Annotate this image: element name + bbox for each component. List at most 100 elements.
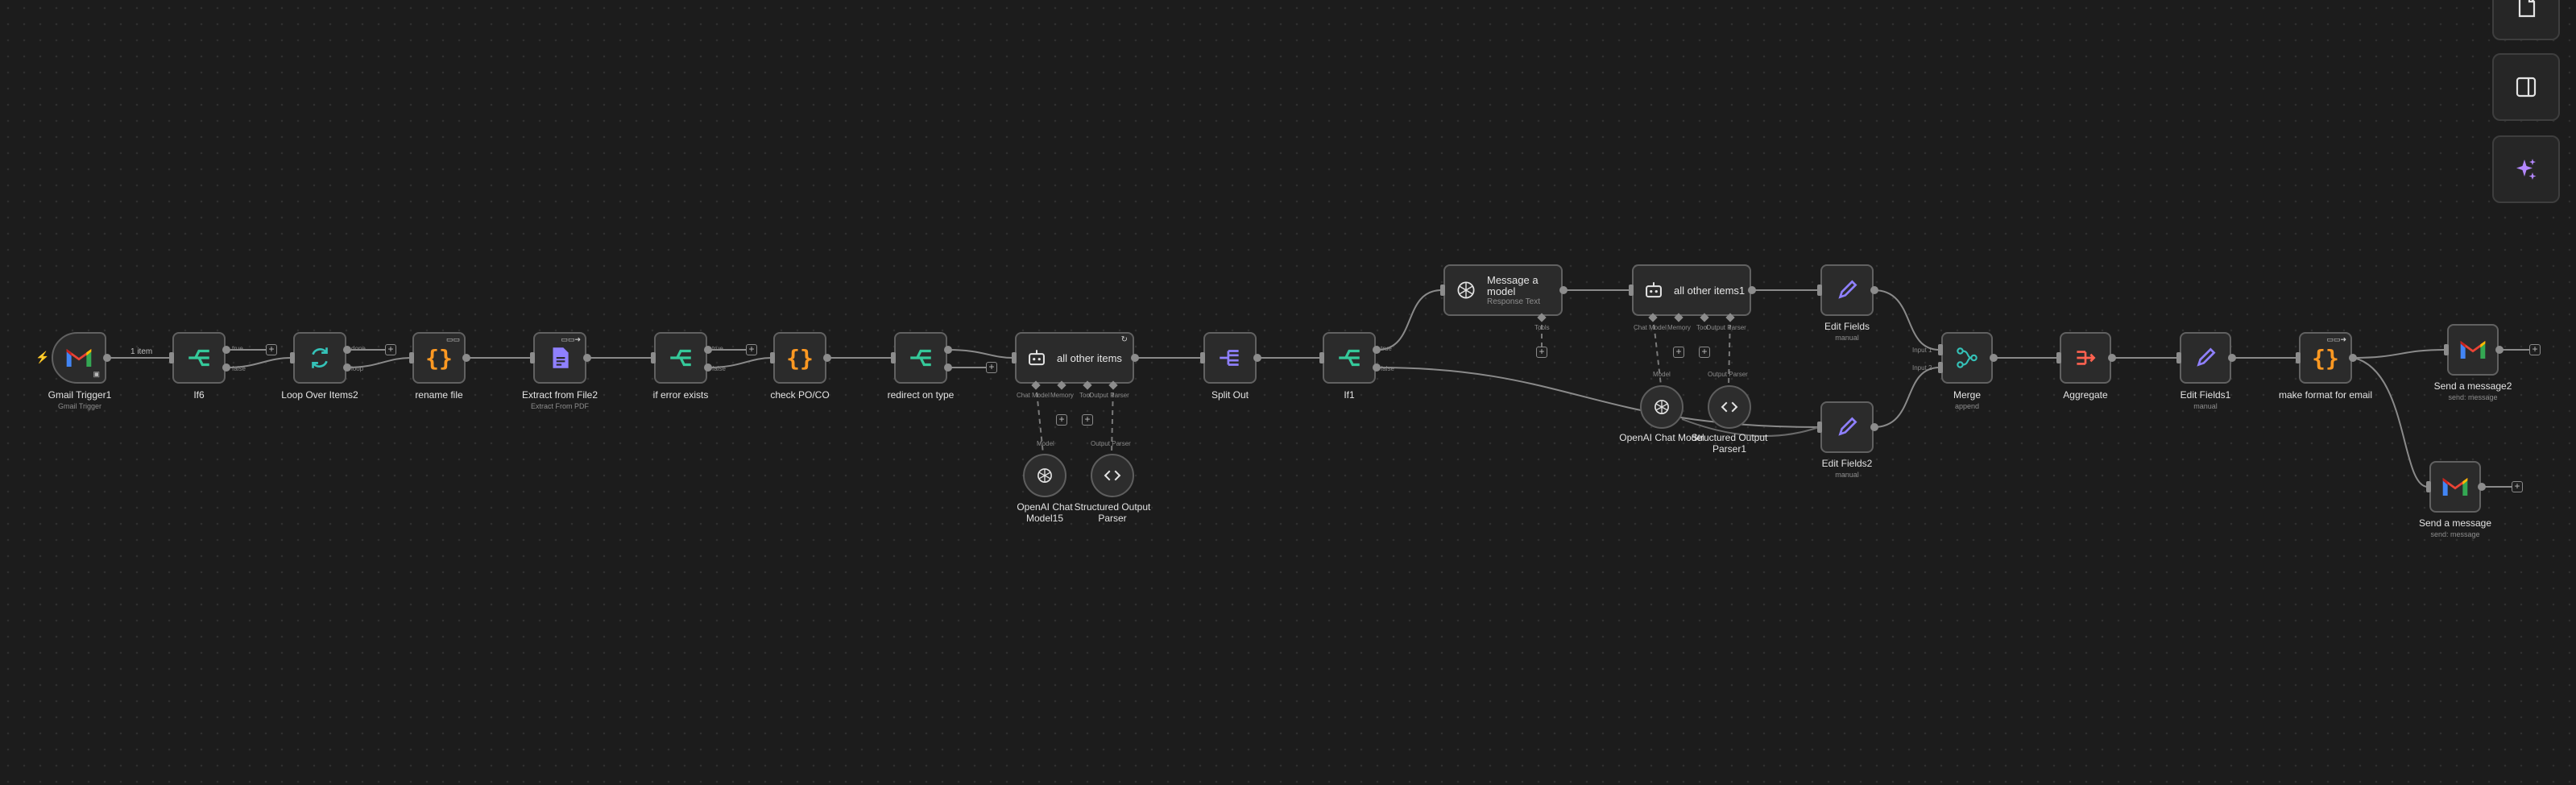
port-out[interactable]: [1990, 354, 1998, 362]
panel-icon: [2516, 77, 2537, 98]
node-loop[interactable]: [293, 332, 346, 384]
port-out[interactable]: [2495, 346, 2504, 354]
subtitle-message-model: Response Text: [1487, 297, 1540, 306]
node-structured-output-parser1[interactable]: [1708, 385, 1751, 429]
node-check-po-co[interactable]: {}: [773, 332, 826, 384]
port-out[interactable]: [2478, 483, 2486, 491]
add-node-button[interactable]: +: [746, 344, 757, 355]
port-out[interactable]: [1748, 286, 1756, 294]
node-agent-all-other-items1[interactable]: all other items1: [1632, 264, 1751, 316]
wire-iferror-false-check: [708, 357, 772, 368]
add-node-button[interactable]: +: [2529, 344, 2541, 355]
add-node-button[interactable]: +: [2512, 481, 2523, 492]
subtitle-edit-fields1: manual: [2193, 402, 2218, 410]
node-openai-chat-model[interactable]: [1640, 385, 1684, 429]
node-extract-from-file[interactable]: ▭▭➜: [533, 332, 586, 384]
sticky-note-button[interactable]: [2492, 0, 2560, 40]
add-node-button[interactable]: +: [385, 344, 396, 355]
port-out[interactable]: [1559, 286, 1568, 294]
port-in[interactable]: [1319, 352, 1324, 363]
node-if-error-exists[interactable]: [654, 332, 707, 384]
node-structured-output-parser[interactable]: [1091, 454, 1134, 497]
node-openai-chat-model15[interactable]: [1023, 454, 1066, 497]
node-redirect-on-type[interactable]: [894, 332, 947, 384]
port-in[interactable]: [530, 352, 535, 363]
merge-icon: [1957, 347, 1978, 368]
port-in[interactable]: [2056, 352, 2061, 363]
node-aggregate[interactable]: [2060, 332, 2111, 384]
ai-assistant-button[interactable]: [2492, 135, 2560, 203]
node-edit-fields1[interactable]: [2180, 332, 2231, 384]
port-in[interactable]: [1012, 352, 1017, 363]
port-in[interactable]: [770, 352, 775, 363]
port-in[interactable]: [1440, 285, 1445, 296]
title-edit-fields1: Edit Fields1: [2180, 389, 2231, 401]
port-in[interactable]: [1817, 285, 1822, 296]
node-send-a-message2[interactable]: [2447, 324, 2499, 376]
node-send-a-message[interactable]: [2429, 461, 2481, 513]
port-out[interactable]: [2228, 354, 2236, 362]
if-branch-icon: [670, 349, 691, 367]
port-in-2[interactable]: [1938, 362, 1943, 373]
node-rename-file[interactable]: {} ▭▭: [412, 332, 466, 384]
port-in[interactable]: [1629, 285, 1634, 296]
port-out-false[interactable]: [1373, 363, 1381, 372]
title-extract: Extract from File2: [521, 389, 598, 401]
node-agent-all-other-items[interactable]: all other items ↻: [1015, 332, 1134, 384]
port-in-1[interactable]: [1938, 344, 1943, 355]
port-out-done[interactable]: [343, 346, 351, 354]
port-out-loop[interactable]: [343, 363, 351, 372]
add-node-button[interactable]: +: [266, 344, 277, 355]
port-out[interactable]: [1870, 286, 1878, 294]
port-in[interactable]: [290, 352, 295, 363]
port-out[interactable]: [1253, 354, 1261, 362]
port-in[interactable]: [2444, 344, 2449, 355]
node-if6[interactable]: [172, 332, 226, 384]
add-tool-button[interactable]: +: [1082, 414, 1093, 426]
add-node-button[interactable]: +: [986, 362, 997, 373]
node-split-out[interactable]: [1203, 332, 1257, 384]
port-in[interactable]: [169, 352, 174, 363]
add-tool-button[interactable]: +: [1699, 347, 1710, 358]
add-memory-button[interactable]: +: [1673, 347, 1684, 358]
port-in[interactable]: [2296, 352, 2301, 363]
node-make-format-for-email[interactable]: {} ▭▭➜: [2299, 332, 2352, 384]
title-split: Split Out: [1211, 389, 1249, 401]
wire-format-send2: [2353, 349, 2446, 359]
port-out[interactable]: [583, 354, 591, 362]
port-out[interactable]: [103, 354, 111, 362]
port-out[interactable]: [1131, 354, 1139, 362]
node-gmail-trigger[interactable]: ▣: [52, 332, 106, 384]
ai-sparkle-icon: [2516, 159, 2537, 180]
port-out[interactable]: [1870, 423, 1878, 431]
port-out-true[interactable]: [944, 346, 952, 354]
port-in[interactable]: [2176, 352, 2181, 363]
port-in[interactable]: [409, 352, 414, 363]
port-out-true[interactable]: [222, 346, 230, 354]
port-out[interactable]: [2349, 354, 2357, 362]
node-merge[interactable]: [1941, 332, 1993, 384]
node-edit-fields2[interactable]: [1820, 401, 1874, 453]
title-check: check PO/CO: [770, 389, 830, 401]
port-out-false[interactable]: [944, 363, 952, 372]
port-out-false[interactable]: [704, 363, 712, 372]
port-out[interactable]: [823, 354, 831, 362]
port-out[interactable]: [462, 354, 470, 362]
node-if1[interactable]: [1323, 332, 1376, 384]
port-out[interactable]: [2108, 354, 2116, 362]
port-out-false[interactable]: [222, 363, 230, 372]
add-tools-button[interactable]: +: [1536, 347, 1547, 358]
port-out-true[interactable]: [704, 346, 712, 354]
port-in[interactable]: [1817, 422, 1822, 433]
port-in[interactable]: [2426, 481, 2431, 492]
label-output-parser-2: Output Parser: [1708, 371, 1748, 378]
port-in[interactable]: [1200, 352, 1205, 363]
code-brackets-icon: [1104, 470, 1121, 481]
port-in[interactable]: [891, 352, 896, 363]
toggle-panel-button[interactable]: [2492, 53, 2560, 121]
add-memory-button[interactable]: +: [1056, 414, 1067, 426]
node-edit-fields[interactable]: [1820, 264, 1874, 316]
node-message-a-model[interactable]: Message a model Response Text: [1443, 264, 1563, 316]
port-out-true[interactable]: [1373, 346, 1381, 354]
port-in[interactable]: [651, 352, 656, 363]
